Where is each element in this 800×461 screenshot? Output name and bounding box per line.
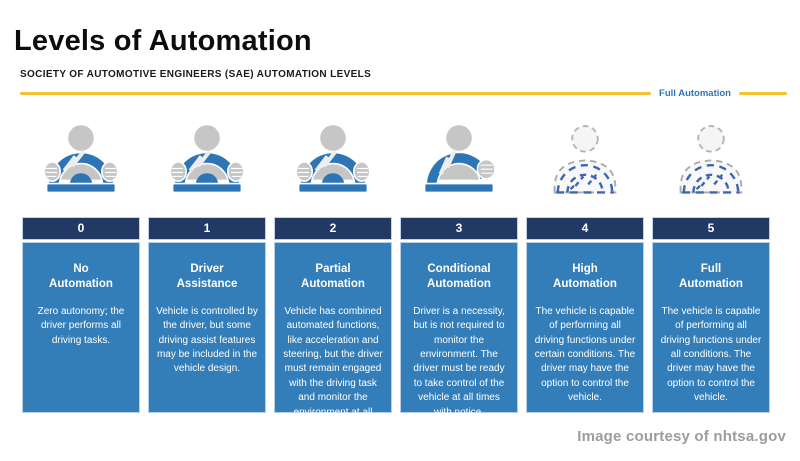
level-card-body: Driver Assistance Vehicle is controlled … [148,242,266,413]
automation-levels-row: 0 No Automation Zero autonomy; the drive… [22,217,770,432]
level-number: 1 [148,217,266,240]
level-card-4: 4 High Automation The vehicle is capable… [526,217,644,413]
level-card-body: No Automation Zero autonomy; the driver … [22,242,140,413]
level-description: Zero autonomy; the driver performs all d… [37,305,125,346]
level-description: The vehicle is capable of performing all… [660,305,762,404]
icon-cell-level-4 [526,118,644,202]
level-title: High Automation [553,263,617,290]
level-description: Vehicle is controlled by the driver, but… [156,305,258,375]
level-card-body: High Automation The vehicle is capable o… [526,242,644,413]
image-credit: Image courtesy of nhtsa.gov [577,428,786,445]
level-card-body: Partial Automation Vehicle has combined … [274,242,392,432]
icon-cell-level-5 [652,118,770,202]
level-description: Vehicle has combined automated functions… [283,305,383,432]
level-number: 2 [274,217,392,240]
level-card-body: Conditional Automation Driver is a neces… [400,242,518,418]
timeline-end-label: Full Automation [659,88,731,99]
driver-hands-on-wheel-icon [293,122,373,202]
level-card-5: 5 Full Automation The vehicle is capable… [652,217,770,413]
level-title: Conditional Automation [427,263,491,290]
driver-one-hand-on-wheel-icon [419,122,499,202]
level-description: The vehicle is capable of performing all… [534,305,636,404]
icon-cell-level-2 [274,118,392,202]
driver-hands-on-wheel-icon [167,122,247,202]
level-card-3: 3 Conditional Automation Driver is a nec… [400,217,518,418]
level-number: 0 [22,217,140,240]
level-card-2: 2 Partial Automation Vehicle has combine… [274,217,392,432]
page-title: Levels of Automation [14,25,312,58]
level-card-body: Full Automation The vehicle is capable o… [652,242,770,413]
level-title: Driver Assistance [176,263,238,290]
level-number: 4 [526,217,644,240]
icon-cell-level-0 [22,118,140,202]
timeline-line-end [739,92,787,95]
sae-section-header: SOCIETY OF AUTOMOTIVE ENGINEERS (SAE) AU… [20,69,787,99]
driver-dashed-autonomous-icon [545,122,625,202]
driver-hands-on-wheel-icon [41,122,121,202]
level-title: No Automation [49,263,113,290]
driver-icons-row [22,118,770,202]
timeline-line [20,92,652,95]
level-card-0: 0 No Automation Zero autonomy; the drive… [22,217,140,413]
timeline-rule: Full Automation [20,88,787,99]
level-number: 3 [400,217,518,240]
level-card-1: 1 Driver Assistance Vehicle is controlle… [148,217,266,413]
level-number: 5 [652,217,770,240]
icon-cell-level-1 [148,118,266,202]
level-title: Partial Automation [301,263,365,290]
level-title: Full Automation [679,263,743,290]
level-description: Driver is a necessity, but is not requir… [413,305,505,418]
icon-cell-level-3 [400,118,518,202]
section-heading: SOCIETY OF AUTOMOTIVE ENGINEERS (SAE) AU… [20,69,372,80]
driver-dashed-autonomous-icon [671,122,751,202]
